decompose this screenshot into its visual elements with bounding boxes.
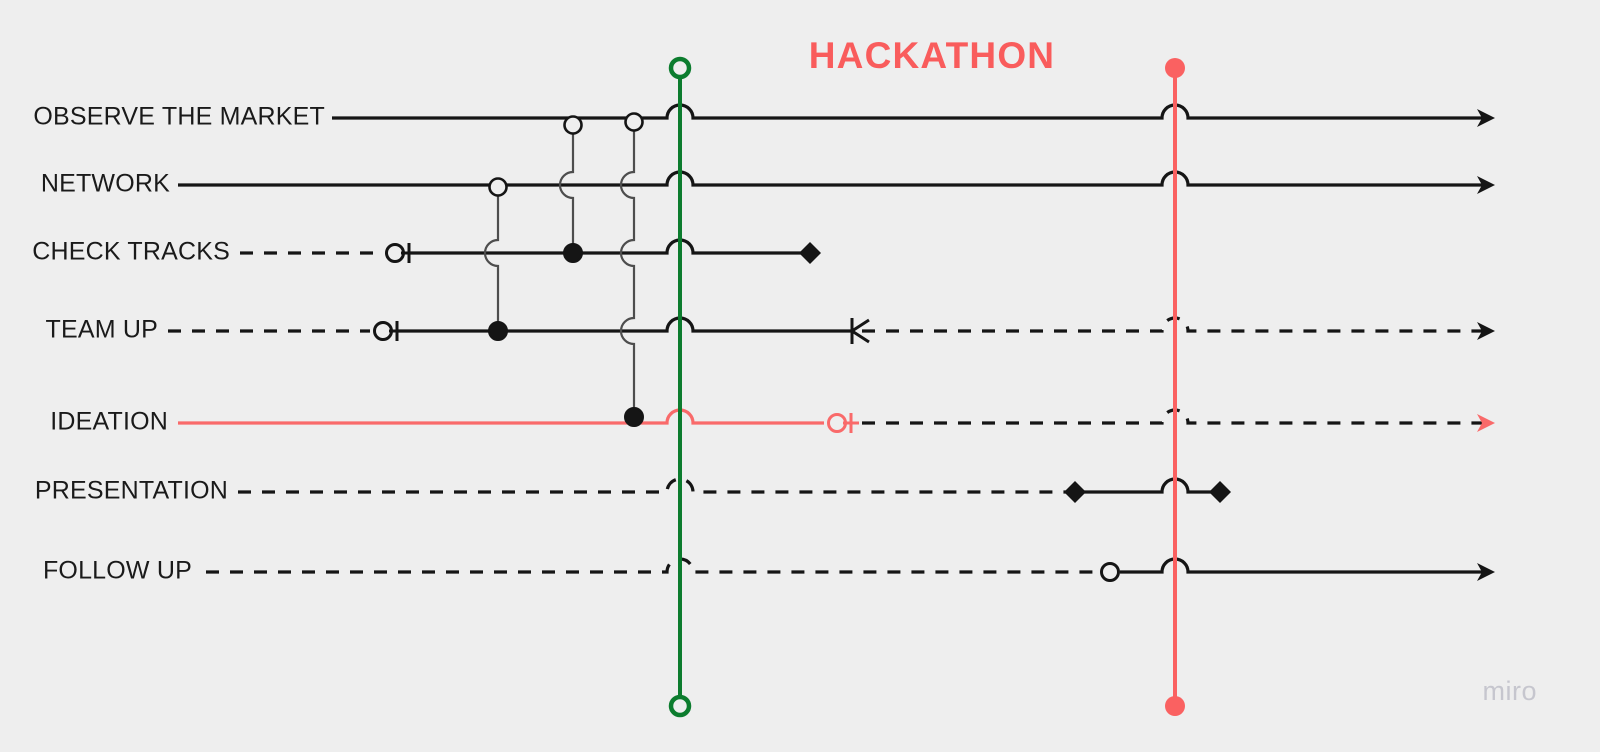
dependency-line[interactable]: [483, 187, 500, 331]
circle-icon-follow-up-0[interactable]: [1100, 562, 1120, 582]
circle-icon-check-tracks-0[interactable]: [385, 243, 405, 263]
task-label-presentation: PRESENTATION: [35, 477, 228, 505]
task-row-network[interactable]: NETWORK: [41, 170, 1495, 198]
task-bar-follow-up-seg0[interactable]: [206, 557, 1100, 574]
plus-icon-check-tracks-0[interactable]: [401, 243, 417, 263]
arrow-icon-ideation: [1477, 414, 1495, 432]
arrow-icon-network: [1477, 176, 1495, 194]
diamond-icon-presentation-end: [1209, 481, 1231, 503]
task-row-check-tracks[interactable]: CHECK TRACKS: [32, 238, 821, 266]
task-label-network: NETWORK: [41, 170, 170, 198]
milestones-layer: [668, 56, 1185, 718]
task-bar-ideation-seg0[interactable]: [178, 408, 824, 425]
milestone-handle-bottom[interactable]: [1165, 696, 1185, 716]
milestone-handle-top[interactable]: [1165, 58, 1185, 78]
task-row-follow-up[interactable]: FOLLOW UP: [43, 557, 1495, 585]
task-rows-layer: OBSERVE THE MARKET NETWORK CHECK TRACKS TEA…: [32, 103, 1495, 585]
dependency-target-handle[interactable]: [563, 243, 583, 263]
arrow-icon-observe-the-market: [1477, 109, 1495, 127]
link-observe-to-check-tracks[interactable]: [558, 115, 583, 263]
dependency-source-handle[interactable]: [488, 177, 508, 197]
task-row-ideation[interactable]: IDEATION: [50, 408, 1495, 436]
task-label-ideation: IDEATION: [50, 408, 168, 436]
dependency-source-handle[interactable]: [563, 115, 583, 135]
diamond-icon-presentation-0[interactable]: [1064, 481, 1086, 503]
task-row-team-up[interactable]: TEAM UP: [45, 316, 1495, 344]
arrow-icon-team-up: [1477, 322, 1495, 340]
task-label-follow-up: FOLLOW UP: [43, 557, 192, 585]
dependency-source-handle[interactable]: [624, 112, 644, 132]
dependency-line[interactable]: [558, 125, 575, 253]
plus-icon-team-up-0[interactable]: [389, 321, 405, 341]
circle-icon-ideation-0[interactable]: [827, 413, 847, 433]
task-bar-check-tracks-seg1[interactable]: [410, 238, 806, 255]
milestone-hackathon-end[interactable]: [1165, 58, 1185, 716]
milestone-handle-bottom[interactable]: [668, 694, 692, 718]
diamond-icon-check-tracks-end: [799, 242, 821, 264]
milestone-hackathon-start[interactable]: [668, 56, 692, 718]
page-title: HACKATHON: [809, 35, 1055, 76]
dependency-line[interactable]: [619, 122, 636, 417]
task-row-presentation[interactable]: PRESENTATION: [35, 477, 1231, 505]
milestone-handle-top[interactable]: [668, 56, 692, 80]
task-bar-network-seg0[interactable]: [178, 170, 1488, 187]
dependency-links-layer: [483, 112, 644, 427]
task-bar-observe-the-market-seg0[interactable]: [332, 103, 1488, 120]
task-bar-presentation-seg1[interactable]: [1075, 477, 1216, 494]
dependency-target-handle[interactable]: [624, 407, 644, 427]
task-row-observe-the-market[interactable]: OBSERVE THE MARKET: [33, 103, 1495, 131]
miro-watermark: miro: [1483, 676, 1538, 706]
dependency-target-handle[interactable]: [488, 321, 508, 341]
circle-icon-team-up-0[interactable]: [373, 321, 393, 341]
bar-arrow-left-icon-team-up[interactable]: [849, 318, 870, 344]
plus-icon-ideation-0[interactable]: [843, 413, 859, 433]
task-label-observe-the-market: OBSERVE THE MARKET: [33, 103, 325, 131]
task-label-check-tracks: CHECK TRACKS: [32, 238, 230, 266]
link-network-to-team-up[interactable]: [483, 177, 508, 341]
task-bar-presentation-seg0[interactable]: [238, 477, 1068, 494]
task-label-team-up: TEAM UP: [45, 316, 158, 344]
arrow-icon-follow-up: [1477, 563, 1495, 581]
link-observe-to-ideation[interactable]: [619, 112, 644, 427]
